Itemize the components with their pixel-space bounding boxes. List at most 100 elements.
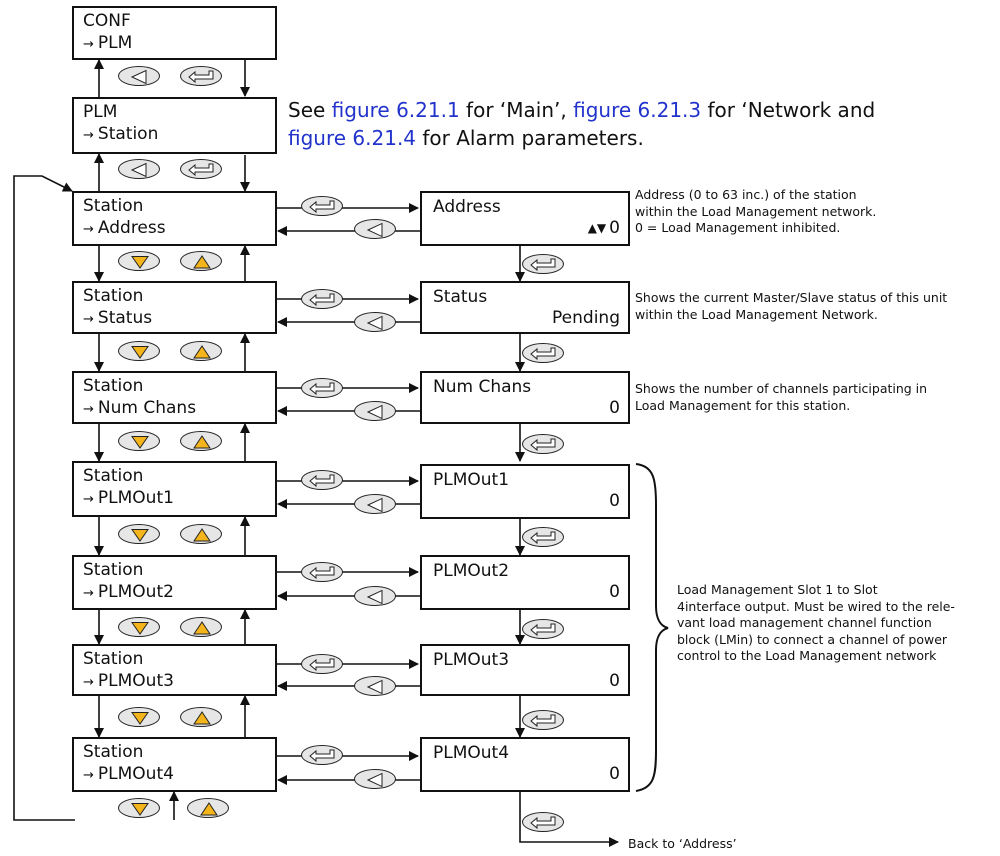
heading-text-4: for Alarm parameters. — [416, 126, 644, 150]
station-plmout4-box: Station →PLMOut4 — [72, 737, 277, 792]
page-key-icon[interactable] — [301, 196, 343, 216]
down-key-icon[interactable] — [118, 798, 160, 818]
note-line: Load Management Slot 1 to Slot — [677, 582, 878, 597]
page-key-icon[interactable] — [522, 619, 564, 639]
figure-link-main[interactable]: figure 6.21.1 — [331, 98, 460, 122]
note-line: Shows the number of channels participati… — [635, 381, 928, 396]
menu-line1: Station — [83, 286, 144, 306]
station-plmout2-box: Station →PLMOut2 — [72, 555, 277, 610]
page-key-icon[interactable] — [301, 289, 343, 309]
param-name: Status — [433, 287, 488, 307]
numchans-note: Shows the number of channels participati… — [635, 381, 927, 414]
page-key-icon[interactable] — [301, 562, 343, 582]
address-note: Address (0 to 63 inc.) of the station wi… — [635, 187, 876, 237]
menu-line1: Station — [83, 560, 144, 580]
param-name: PLMOut4 — [433, 743, 510, 763]
arrow-right-icon: → — [83, 768, 94, 783]
down-key-icon[interactable] — [118, 431, 160, 451]
figure-link-network[interactable]: figure 6.21.3 — [573, 98, 702, 122]
menu-line2: Status — [97, 308, 153, 328]
down-key-icon[interactable] — [118, 251, 160, 271]
menu-line2: PLMOut4 — [97, 764, 174, 784]
param-plmout3-box: PLMOut3 0 — [420, 644, 630, 696]
scroll-key-icon[interactable] — [354, 494, 396, 514]
menu-line2: PLMOut3 — [97, 671, 174, 691]
arrow-right-icon: → — [83, 492, 94, 507]
up-key-icon[interactable] — [180, 251, 222, 271]
menu-line2: Num Chans — [97, 398, 197, 418]
param-plmout4-box: PLMOut4 0 — [420, 737, 630, 792]
menu-line2: PLMOut2 — [97, 582, 174, 602]
up-key-icon[interactable] — [180, 341, 222, 361]
menu-line1: Station — [83, 466, 144, 486]
heading-text-3: for ‘Network and — [701, 98, 876, 122]
note-line: control to the Load Management network — [677, 648, 937, 663]
scroll-key-icon[interactable] — [354, 219, 396, 239]
arrow-right-icon: → — [83, 312, 94, 327]
page-key-icon[interactable] — [522, 710, 564, 730]
param-value: 0 — [609, 582, 620, 602]
note-line: Shows the current Master/Slave status of… — [635, 290, 948, 305]
page-key-icon[interactable] — [522, 812, 564, 832]
status-note: Shows the current Master/Slave status of… — [635, 290, 947, 323]
station-numchans-box: Station →Num Chans — [72, 371, 277, 424]
page-key-icon[interactable] — [522, 527, 564, 547]
page-key-icon[interactable] — [180, 159, 222, 179]
note-line: within the Load Management network. — [635, 203, 877, 219]
cross-reference-heading: See figure 6.21.1 for ‘Main’, figure 6.2… — [288, 96, 908, 152]
page-key-icon[interactable] — [301, 378, 343, 398]
arrow-right-icon: → — [83, 128, 94, 143]
param-name: PLMOut1 — [433, 470, 510, 490]
back-to-address-label: Back to ‘Address’ — [628, 836, 737, 851]
param-value: 0 — [609, 671, 620, 691]
plm-line2: Station — [97, 124, 159, 144]
arrow-right-icon: → — [83, 222, 94, 237]
arrow-right-icon: → — [83, 402, 94, 417]
plmout-note: Load Management Slot 1 to Slot 4interfac… — [677, 582, 955, 665]
station-address-box: Station →Address — [72, 191, 277, 246]
up-key-icon[interactable] — [180, 617, 222, 637]
down-key-icon[interactable] — [118, 341, 160, 361]
page-key-icon[interactable] — [522, 254, 564, 274]
page-key-icon[interactable] — [301, 470, 343, 490]
down-key-icon[interactable] — [118, 617, 160, 637]
up-key-icon[interactable] — [187, 798, 229, 818]
page-key-icon[interactable] — [522, 434, 564, 454]
scroll-key-icon[interactable] — [118, 159, 160, 179]
note-line: 0 = Load Management inhibited. — [635, 220, 841, 235]
arrow-right-icon: → — [83, 586, 94, 601]
page-key-icon[interactable] — [522, 343, 564, 363]
note-line: block (LMin) to connect a channel of pow… — [677, 631, 948, 647]
down-key-icon[interactable] — [118, 707, 160, 727]
note-line: 4interface output. Must be wired to the … — [677, 598, 955, 614]
param-name: Num Chans — [433, 377, 532, 397]
page-key-icon[interactable] — [301, 745, 343, 765]
menu-line2: Address — [97, 218, 166, 238]
param-plmout1-box: PLMOut1 0 — [420, 464, 630, 519]
page-key-icon[interactable] — [180, 66, 222, 86]
page-key-icon[interactable] — [301, 654, 343, 674]
menu-line1: Station — [83, 649, 144, 669]
param-value: 0 — [609, 218, 620, 238]
station-plmout1-box: Station →PLMOut1 — [72, 461, 277, 517]
scroll-key-icon[interactable] — [354, 586, 396, 606]
scroll-key-icon[interactable] — [354, 401, 396, 421]
param-value: 0 — [609, 398, 620, 418]
scroll-key-icon[interactable] — [118, 66, 160, 86]
up-key-icon[interactable] — [180, 707, 222, 727]
up-key-icon[interactable] — [180, 431, 222, 451]
param-name: Address — [433, 197, 501, 217]
scroll-key-icon[interactable] — [354, 769, 396, 789]
down-key-icon[interactable] — [118, 524, 160, 544]
note-line: Address (0 to 63 inc.) of the station — [635, 187, 857, 202]
scroll-key-icon[interactable] — [354, 676, 396, 696]
note-line: vant load management channel function — [677, 615, 932, 630]
figure-link-alarm[interactable]: figure 6.21.4 — [288, 126, 417, 150]
heading-text-1: See — [288, 98, 332, 122]
arrow-right-icon: → — [83, 675, 94, 690]
note-line: Load Management for this station. — [635, 397, 851, 413]
menu-line1: Station — [83, 742, 144, 762]
up-key-icon[interactable] — [180, 524, 222, 544]
scroll-key-icon[interactable] — [354, 312, 396, 332]
plm-line1: PLM — [83, 102, 118, 122]
